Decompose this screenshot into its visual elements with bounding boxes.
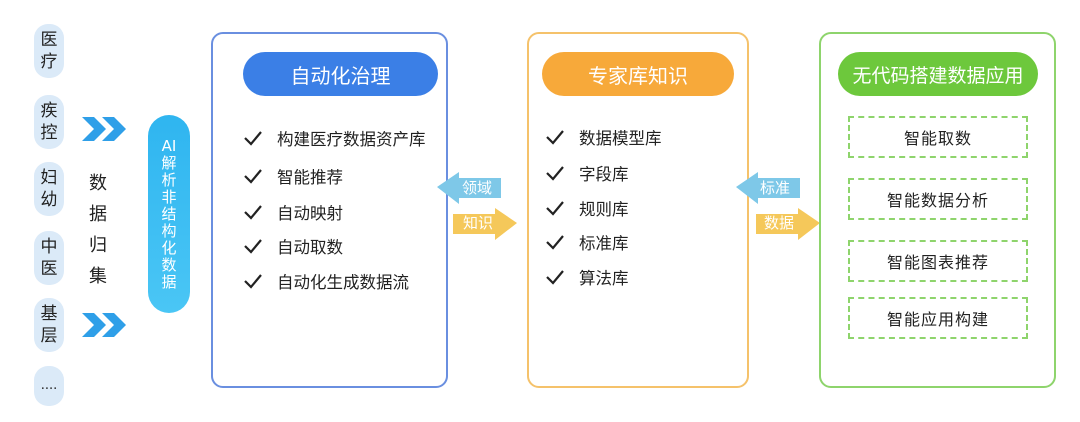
list-item: 规则库 [545,196,629,220]
check-icon [244,274,262,289]
capability-box: 智能应用构建 [848,297,1028,339]
check-icon [546,201,564,216]
check-icon [244,169,262,184]
source-maternal-child: 妇幼 [34,162,64,216]
check-icon [546,166,564,181]
arrow-label-domain: 领域 [462,179,493,197]
double-chevron-icon [82,313,126,337]
double-chevron-icon [82,117,126,141]
source-disease-control: 疾控 [34,95,64,149]
check-icon [244,239,262,254]
arrow-label-data: 数据 [764,214,795,232]
arrow-label-knowledge: 知识 [463,214,494,232]
list-item: 构建医疗数据资产库 [243,126,426,150]
bidirectional-arrow-icon [736,172,820,240]
check-icon [244,205,262,220]
source-tcm: 中医 [34,231,64,285]
source-more: .... [34,366,64,406]
check-icon [546,270,564,285]
list-item: 自动取数 [243,234,343,258]
data-collection-label: 数 据 归 集 [89,173,107,287]
ai-parse-pill: AI解析非结构化数据 [148,115,190,313]
capability-box: 智能取数 [848,116,1028,158]
check-icon [244,131,262,146]
check-icon [546,235,564,250]
capability-box: 智能数据分析 [848,178,1028,220]
list-item: 数据模型库 [545,125,662,149]
list-item: 自动映射 [243,200,343,224]
arrow-label-standard: 标准 [760,179,791,197]
list-item: 智能推荐 [243,164,343,188]
bidirectional-arrow-icon [437,172,517,240]
list-item: 自动化生成数据流 [243,269,409,293]
source-primary-care: 基层 [34,298,64,352]
capability-box: 智能图表推荐 [848,240,1028,282]
panel-auto-governance-title: 自动化治理 [243,52,438,96]
source-medical: 医疗 [34,24,64,78]
list-item: 字段库 [545,161,629,185]
list-item: 标准库 [545,230,629,254]
panel-expert-knowledge-title: 专家库知识 [542,52,734,96]
panel-nocode-apps-title: 无代码搭建数据应用 [838,52,1038,96]
check-icon [546,130,564,145]
list-item: 算法库 [545,265,629,289]
